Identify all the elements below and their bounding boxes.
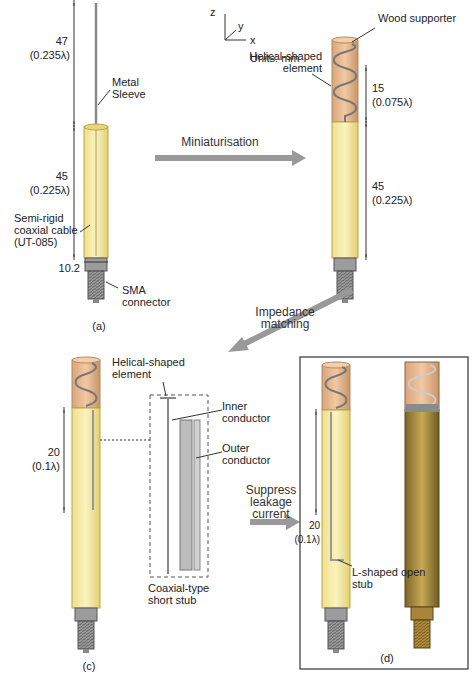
label: Helical-shaped element xyxy=(112,356,222,380)
label: Miniaturisation xyxy=(165,136,275,148)
label: 20 xyxy=(22,446,60,458)
label: 45 xyxy=(28,170,68,182)
label: y xyxy=(238,20,250,32)
label: (c) xyxy=(74,660,104,672)
label: (0.235λ) xyxy=(14,49,70,61)
label: 15 xyxy=(372,82,402,94)
label: (d) xyxy=(372,652,402,664)
label: Metal Sleeve xyxy=(112,76,172,100)
label: Outer conductor xyxy=(222,442,292,466)
label: 45 xyxy=(372,180,402,192)
label: 47 xyxy=(28,35,68,47)
label: (0.225λ) xyxy=(14,184,70,196)
label: (0.1λ) xyxy=(282,534,320,546)
label: 10.2 xyxy=(40,262,80,274)
label: SMA connector xyxy=(122,284,182,308)
label: L-shaped open stub xyxy=(352,566,432,590)
label: (a) xyxy=(84,320,114,332)
label: Inner conductor xyxy=(222,400,292,424)
label: Impedance matching xyxy=(250,306,320,330)
label: x xyxy=(250,34,262,46)
label: (0.1λ) xyxy=(14,460,60,472)
label: Semi-rigid coaxial cable (UT-085) xyxy=(14,212,78,248)
label: (0.225λ) xyxy=(372,194,432,206)
label: z xyxy=(210,6,222,18)
label: Wood supporter xyxy=(378,12,470,24)
label: Suppress leakage current xyxy=(236,484,306,520)
label: Coaxial-type short stub xyxy=(148,582,220,606)
label: (0.075λ) xyxy=(372,96,432,108)
label: 20 xyxy=(300,520,320,532)
label: Helical-shaped element xyxy=(246,50,322,74)
